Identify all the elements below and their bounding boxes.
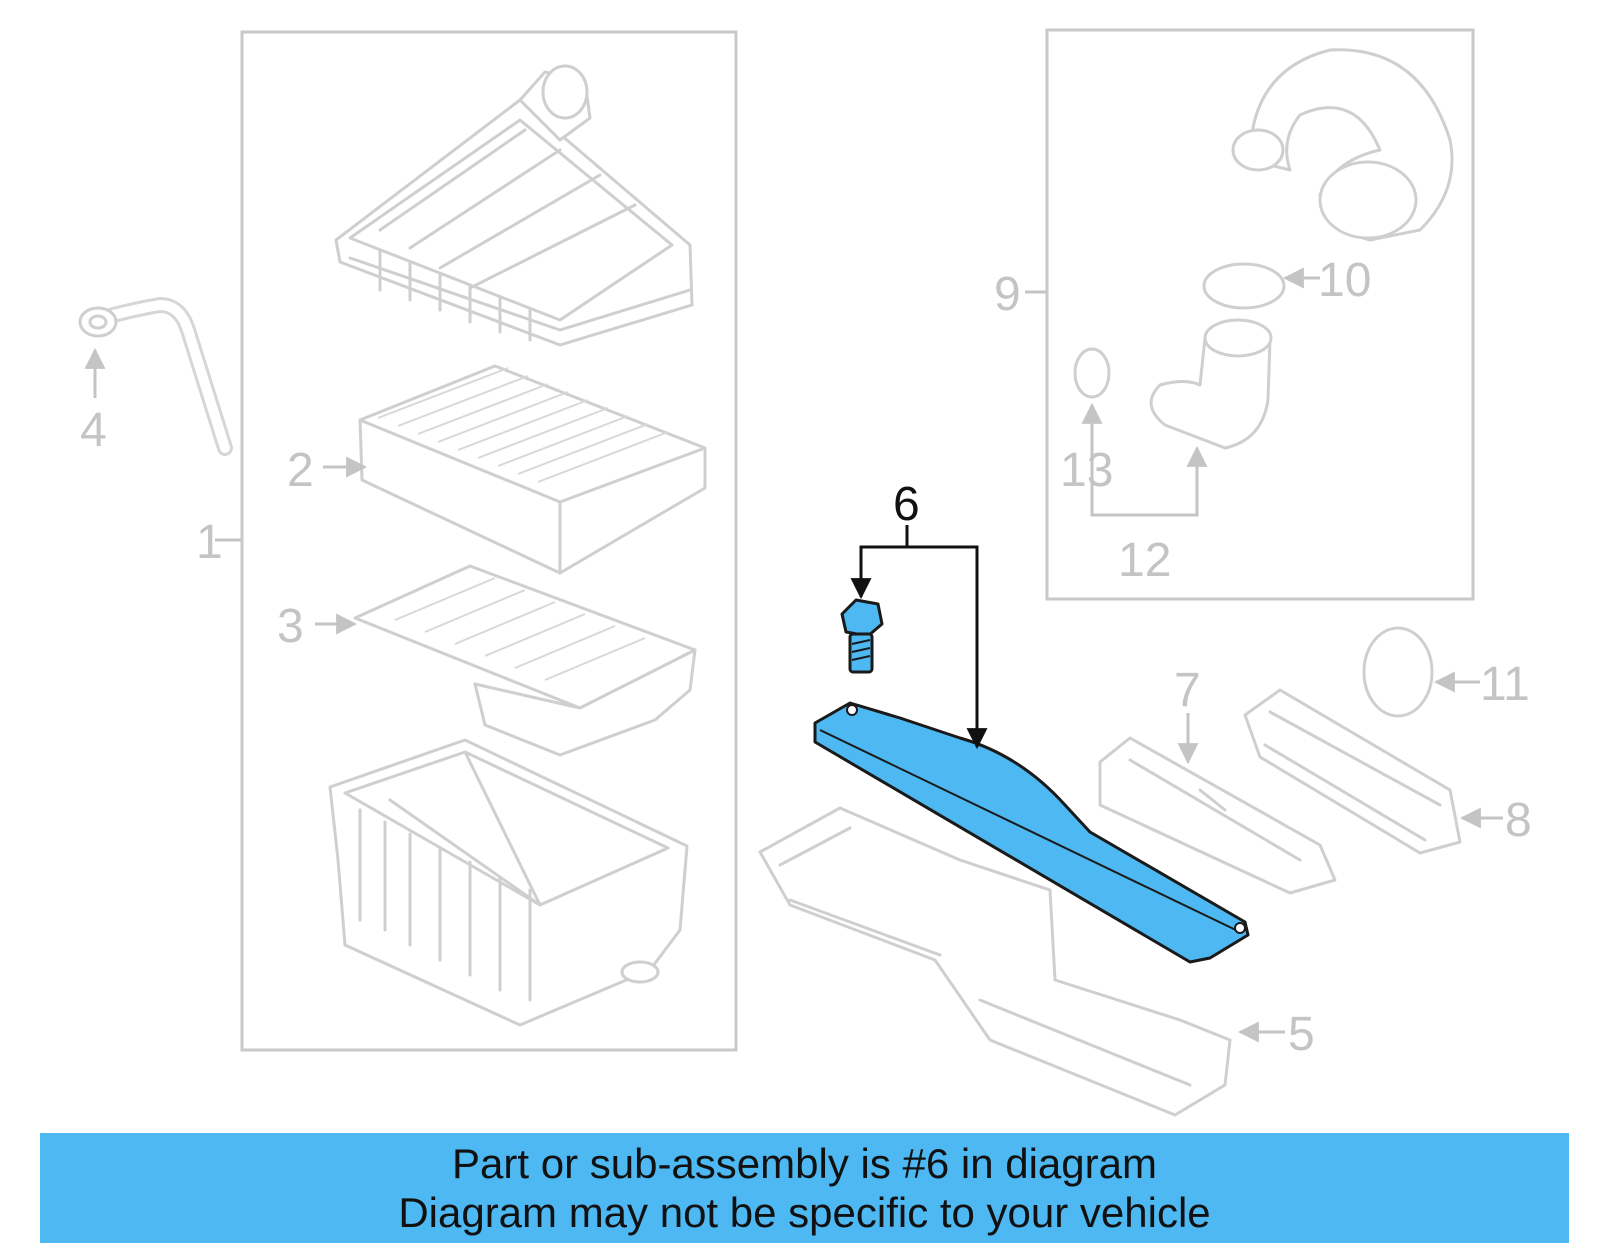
air-duct [758, 806, 1232, 1117]
hose-clamp-10 [1202, 262, 1286, 310]
o-ring [1073, 347, 1111, 399]
callout-2: 2 [287, 444, 314, 497]
air-cleaner-housing [328, 738, 689, 1027]
inlet-duct-7 [1098, 736, 1337, 895]
breather-hose [78, 297, 233, 456]
callout-11: 11 [1480, 658, 1530, 711]
callout-10: 10 [1318, 254, 1371, 307]
callout-1: 1 [196, 516, 223, 569]
leader-6-panel [907, 545, 988, 750]
duct-panel-part-6 [813, 701, 1250, 964]
seal-ring-11 [1362, 626, 1434, 718]
air-cleaner-cover [334, 64, 694, 347]
callout-13: 13 [1060, 444, 1113, 497]
callout-9: 9 [994, 268, 1021, 321]
callout-6: 6 [893, 478, 920, 531]
leader-12 [1090, 445, 1208, 517]
air-filter-element [358, 364, 707, 575]
info-banner: Part or sub-assembly is #6 in diagram Di… [40, 1133, 1569, 1243]
callout-5: 5 [1288, 1008, 1315, 1061]
assembly-box-9 [1045, 28, 1475, 601]
inlet-duct-8 [1243, 688, 1462, 855]
intake-hose [1231, 48, 1454, 242]
callout-7: 7 [1174, 664, 1201, 717]
banner-line-1: Part or sub-assembly is #6 in diagram [452, 1140, 1157, 1187]
banner-line-2: Diagram may not be specific to your vehi… [398, 1189, 1211, 1236]
callout-12: 12 [1118, 534, 1171, 587]
bolt-part-6 [840, 598, 884, 674]
callout-8: 8 [1505, 794, 1532, 847]
intake-elbow [1149, 318, 1273, 450]
callout-4: 4 [80, 404, 107, 457]
filter-frame [353, 564, 697, 757]
leader-6-bolt [850, 545, 907, 600]
callout-3: 3 [277, 600, 304, 653]
